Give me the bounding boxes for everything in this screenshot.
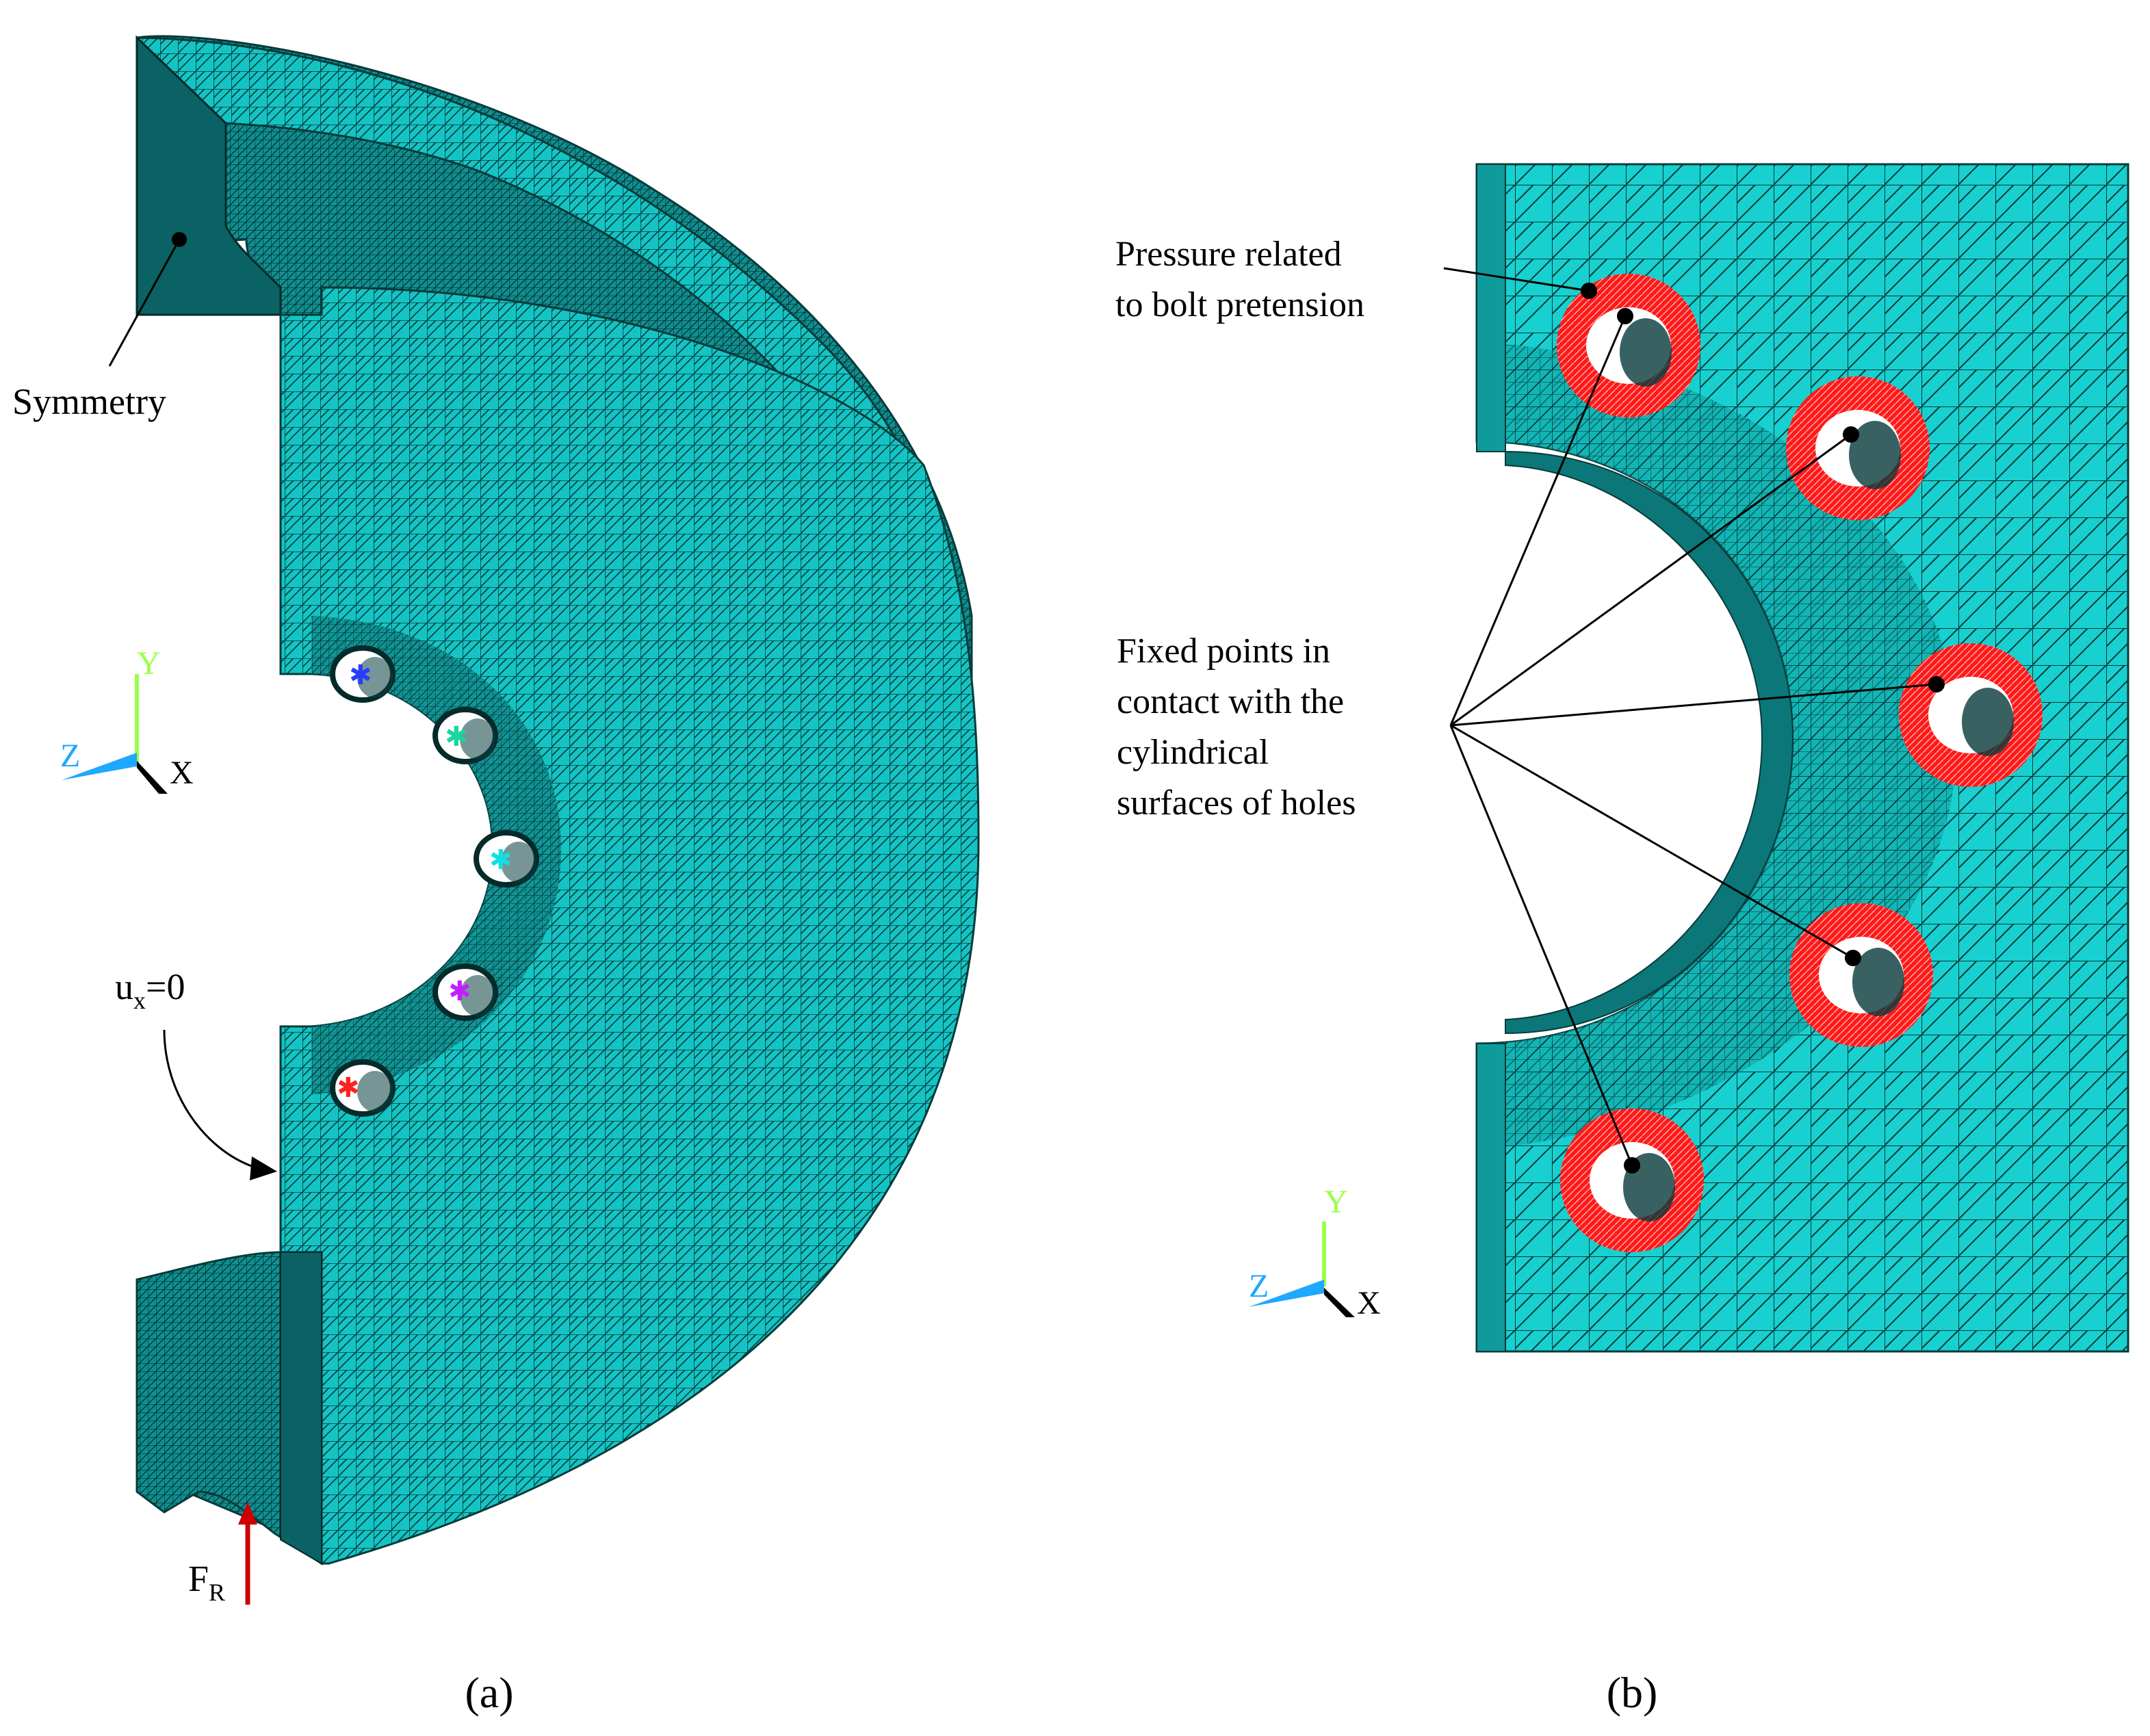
bolt-hole-pressure	[1899, 643, 2043, 787]
axis-y-label: Y	[137, 645, 161, 682]
bolt-hole-pressure	[1786, 376, 1930, 520]
plate-side-strip	[1476, 1043, 1506, 1352]
bolt-hole-pressure	[1560, 1109, 1704, 1252]
pressure-label: Pressure related to bolt pretension	[1115, 235, 1364, 324]
axis-x-label: X	[170, 755, 194, 791]
pressure-rings	[1557, 274, 2043, 1252]
ux-arrowhead	[250, 1156, 277, 1180]
hole-marker-icon: ✱	[489, 844, 513, 876]
bolt-hole: ✱	[330, 645, 396, 703]
hole-marker-icon: ✱	[349, 660, 372, 691]
ux-label: ux=0	[115, 966, 185, 1014]
panel-b: Pressure related to bolt pretension Fixe…	[1115, 163, 2129, 1717]
bolt-circle-zone	[311, 616, 561, 1095]
axis-y-label: Y	[1324, 1184, 1348, 1220]
caption-a: (a)	[465, 1668, 513, 1717]
axis-triad-b: Y Z X	[1249, 1184, 1381, 1321]
symmetry-face	[135, 35, 282, 316]
axis-x-label: X	[1357, 1285, 1381, 1321]
symmetry-leader	[108, 239, 181, 367]
hole-marker-icon: ✱	[337, 1072, 360, 1104]
hole-marker-icon: ✱	[448, 976, 471, 1007]
lower-flange-face	[280, 1252, 322, 1565]
bolt-hole: ✱	[474, 830, 539, 888]
front-face	[279, 286, 980, 1565]
axis-z-label: Z	[1249, 1268, 1269, 1304]
bolt-hole-pressure	[1557, 274, 1700, 417]
bolt-holes: ✱ ✱ ✱ ✱ ✱	[330, 645, 539, 1117]
symmetry-label: Symmetry	[12, 381, 166, 422]
fixed-leaders	[1449, 315, 1937, 1166]
fixed-points-label: Fixed points in contact with the cylindr…	[1117, 632, 1356, 822]
bolt-hole-pressure	[1789, 903, 1933, 1047]
hole-marker-icon: ✱	[445, 721, 468, 753]
ux-leader	[163, 1029, 254, 1168]
hub-inner-wall	[1505, 450, 1794, 1035]
plate-side-strip	[1476, 164, 1506, 452]
axis-z-label: Z	[60, 738, 80, 774]
panel-a: ✱ ✱ ✱ ✱ ✱	[12, 35, 980, 1717]
bolt-hole: ✱	[330, 1059, 396, 1117]
pressure-leader	[1443, 267, 1590, 292]
hub-cutout	[1477, 465, 1765, 1020]
force-arrowhead	[238, 1502, 257, 1525]
axis-triad-a: Y Z X	[60, 645, 194, 794]
force-label: FR	[188, 1558, 225, 1606]
bolt-hole: ✱	[432, 963, 498, 1021]
caption-b: (b)	[1607, 1668, 1658, 1717]
bolt-hole: ✱	[432, 707, 498, 764]
